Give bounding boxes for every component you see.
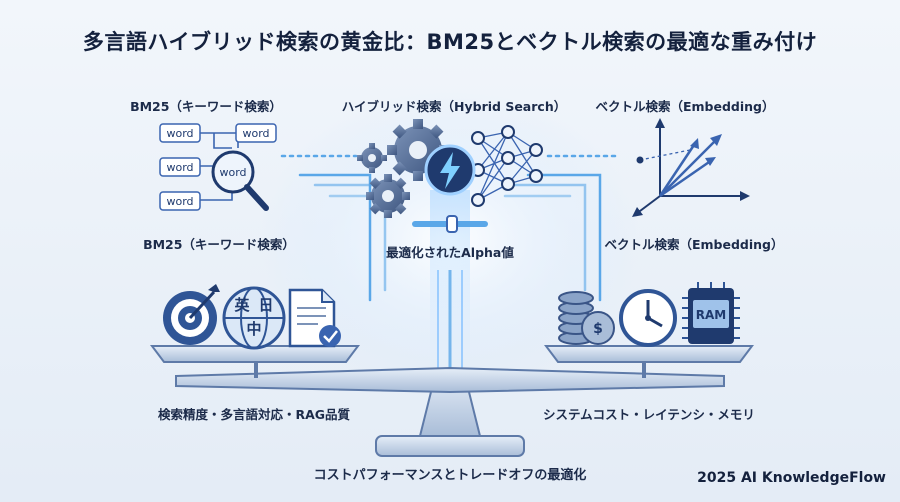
word-box: word — [159, 157, 201, 177]
alpha-slider — [412, 215, 488, 233]
coins-icon: $ — [558, 291, 615, 345]
svg-text:word: word — [166, 161, 193, 174]
brand-credit: 2025 AI KnowledgeFlow — [697, 470, 886, 486]
clock-icon — [619, 289, 677, 347]
vector-mid-label: ベクトル検索（Embedding） — [604, 237, 784, 252]
svg-text:中: 中 — [246, 320, 261, 338]
svg-text:word: word — [166, 127, 193, 140]
target-icon — [163, 284, 220, 345]
balance-scale — [150, 345, 754, 457]
center-light-beam — [430, 190, 470, 375]
lightning-icon — [424, 144, 476, 196]
bm25-mid-label: BM25（キーワード検索） — [143, 237, 295, 252]
bottom-caption: コストパフォーマンスとトレードオフの最適化 — [313, 468, 587, 483]
svg-text:日: 日 — [258, 296, 273, 314]
right-pan-label: システムコスト・レイテンシ・メモリ — [543, 407, 755, 422]
keyword-search-diagram: word word word word word — [159, 123, 277, 211]
svg-text:英: 英 — [234, 296, 250, 314]
word-box: word — [159, 123, 201, 143]
alpha-label: 最適化されたAlpha値 — [386, 245, 514, 260]
page-title: 多言語ハイブリッド検索の黄金比：BM25とベクトル検索の最適な重み付け — [82, 30, 818, 54]
svg-text:$: $ — [593, 321, 603, 337]
memory-chip-icon: RAM — [682, 282, 740, 344]
hybrid-top-label: ハイブリッド検索（Hybrid Search） — [341, 99, 567, 114]
svg-text:word: word — [242, 127, 269, 140]
bm25-top-label: BM25（キーワード検索） — [130, 99, 282, 114]
right-connector-lines — [503, 154, 622, 302]
svg-text:word: word — [166, 195, 193, 208]
left-pan-label: 検索精度・多言語対応・RAG品質 — [157, 407, 351, 422]
globe-language-icon: 英 日 中 — [222, 286, 286, 350]
svg-text:RAM: RAM — [696, 308, 726, 322]
document-check-icon — [288, 288, 341, 348]
vector-space-icon — [632, 118, 750, 217]
magnifier-icon: word — [211, 150, 269, 211]
svg-text:word: word — [219, 166, 246, 179]
word-box: word — [235, 123, 277, 143]
word-box: word — [159, 191, 201, 211]
vector-top-label: ベクトル検索（Embedding） — [595, 99, 775, 114]
